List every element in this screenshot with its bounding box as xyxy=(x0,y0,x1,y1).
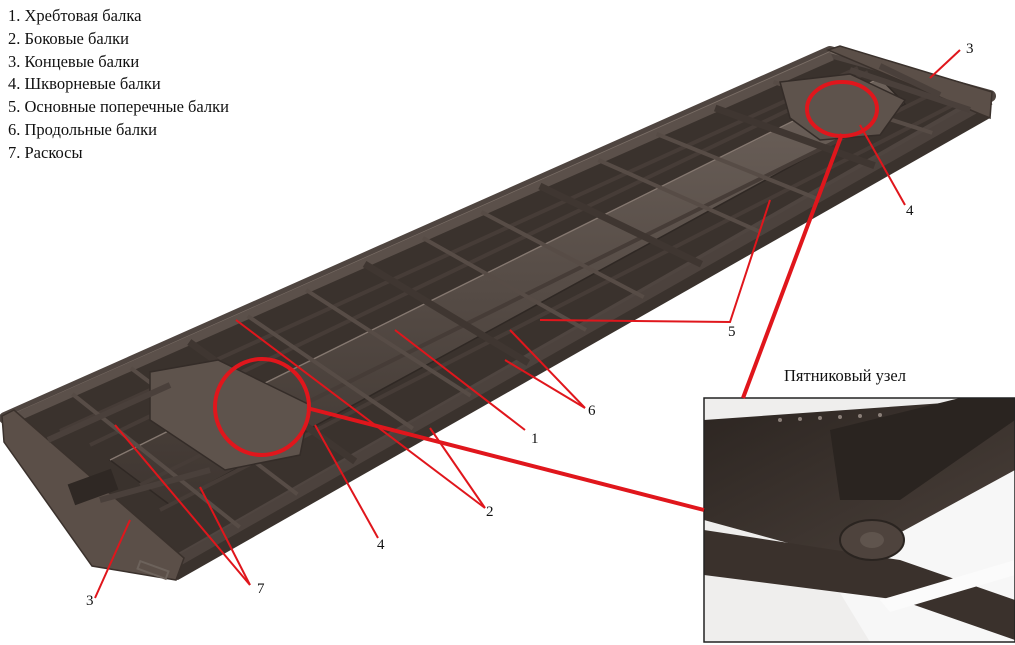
leader-3-bottom xyxy=(94,519,131,599)
rivet xyxy=(838,415,842,419)
leader-7a xyxy=(114,424,251,586)
cross-member xyxy=(480,210,645,299)
legend-item-5: 5. Основные поперечные балки xyxy=(8,97,229,117)
leader-5 xyxy=(539,199,771,324)
inset-beam-diagonal xyxy=(704,530,1015,640)
bolster-plate-left xyxy=(149,359,311,471)
inset-light-stripe xyxy=(880,560,1015,612)
leader-4-right xyxy=(859,124,906,206)
leader-2b xyxy=(429,427,486,509)
cross-member xyxy=(305,288,472,398)
callout-3-top: 3 xyxy=(966,41,974,57)
coupler-handle xyxy=(136,559,170,581)
side-beam-top xyxy=(8,51,834,425)
inset-center-pin xyxy=(860,532,884,548)
legend-item-4: 4. Шкворневые балки xyxy=(8,74,161,94)
cross-member xyxy=(362,261,531,366)
callout-4-left: 4 xyxy=(377,537,385,553)
red-annotations xyxy=(213,80,879,512)
leader-lines xyxy=(94,49,961,599)
leader-6a xyxy=(509,329,586,409)
connector-right-to-inset xyxy=(741,133,844,399)
cross-member xyxy=(422,236,587,332)
leader-1 xyxy=(394,329,526,431)
cross-member xyxy=(713,104,876,170)
diagonal-brace xyxy=(849,67,971,113)
cross-member xyxy=(597,158,760,234)
inset-rivets xyxy=(778,413,882,422)
inset-frame xyxy=(703,397,1015,643)
callout-7: 7 xyxy=(257,581,265,597)
callout-5: 5 xyxy=(728,324,736,340)
cross-member xyxy=(655,132,818,201)
callout-1: 1 xyxy=(531,431,539,447)
coupler xyxy=(67,468,119,506)
diagonal-brace xyxy=(878,63,942,98)
diagonal-braces xyxy=(46,63,971,503)
legend-item-6: 6. Продольные балки xyxy=(8,119,157,139)
connector-left-to-inset xyxy=(306,406,705,512)
callout-4-right: 4 xyxy=(906,203,914,219)
callout-3-bottom: 3 xyxy=(86,593,94,609)
inset-cross-beam xyxy=(830,398,1015,500)
legend-item-2: 2. Боковые балки xyxy=(8,28,129,48)
inset-title: Пятниковый узел xyxy=(784,366,906,385)
diagonal-brace xyxy=(46,382,172,443)
leader-4-left xyxy=(314,424,379,539)
rivet xyxy=(778,418,782,422)
cross-member xyxy=(246,314,414,431)
legend: 1. Хребтовая балка 2. Боковые балки 3. К… xyxy=(8,5,229,165)
rivet xyxy=(878,413,882,417)
legend-item-7: 7. Раскосы xyxy=(8,142,83,162)
callout-6: 6 xyxy=(588,403,596,419)
rivet xyxy=(798,417,802,421)
diagonal-brace xyxy=(99,467,211,503)
callout-2: 2 xyxy=(486,504,494,520)
rivet xyxy=(818,416,822,420)
leader-3-top xyxy=(929,49,961,79)
legend-item-3: 3. Концевые балки xyxy=(8,51,140,71)
rivet xyxy=(858,414,862,418)
legend-item-1: 1. Хребтовая балка xyxy=(8,6,142,25)
inset-bolster-node xyxy=(704,398,1015,642)
leader-7b xyxy=(199,486,251,586)
cross-member xyxy=(538,182,703,268)
leader-6b xyxy=(504,359,586,409)
leader-2a xyxy=(235,319,486,509)
